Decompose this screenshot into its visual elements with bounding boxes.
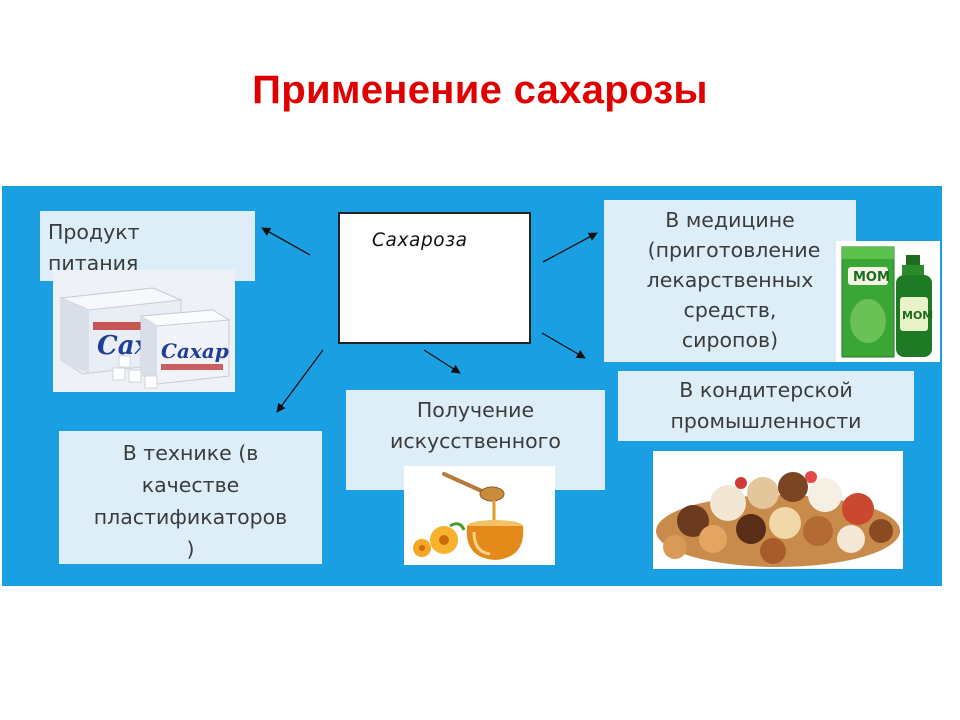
center-label: Сахароза xyxy=(372,230,468,251)
box-medicine-line-1: В медицине xyxy=(665,208,795,232)
box-medicine-line-5: сиропов) xyxy=(681,328,779,352)
syrup-box-brand: МОМ xyxy=(853,270,890,285)
syrup-bottle-brand: МОМ xyxy=(902,309,933,322)
pastries-image xyxy=(653,451,903,569)
box-artificial-line-1: Получение xyxy=(416,398,535,422)
box-medicine-line-4: средств, xyxy=(683,298,777,322)
sugar-pack-text-2: Сахар xyxy=(161,339,229,363)
box-medicine-line-2: (приготовление xyxy=(647,238,821,262)
box-medicine-line-3: лекарственных xyxy=(646,268,814,292)
honey-jar-image xyxy=(404,466,555,565)
syrup-bottle-image: МОМ МОМ xyxy=(836,241,940,362)
box-confectionery: В кондитерской промышленности xyxy=(618,371,914,441)
arrow-to-medicine xyxy=(542,232,598,263)
arrow-to-technique xyxy=(276,349,324,413)
box-artificial: Получение искусственного xyxy=(346,390,605,490)
center-box: Сахароза xyxy=(338,212,531,344)
box-artificial-line-2: искусственного xyxy=(390,429,561,453)
box-confectionery-line-2: промышленности xyxy=(670,409,862,433)
box-technique: В технике (в качестве пластификаторов ) xyxy=(59,431,322,564)
box-technique-line-3: пластификаторов xyxy=(93,505,288,529)
arrow-to-confectionery xyxy=(541,332,586,359)
sugar-package-image: Сахар Сахар xyxy=(53,270,235,392)
arrow-to-artificial xyxy=(423,349,461,374)
arrow-to-food xyxy=(261,227,311,256)
box-medicine: В медицине (приготовление лекарственных … xyxy=(604,200,856,362)
box-technique-line-2: качестве xyxy=(141,473,240,497)
box-food-line-1: Продукт xyxy=(48,220,140,244)
box-confectionery-line-1: В кондитерской xyxy=(679,378,853,402)
box-technique-line-1: В технике (в xyxy=(122,441,259,465)
slide-title: Применение сахарозы xyxy=(252,68,708,112)
box-technique-line-4: ) xyxy=(186,537,195,561)
